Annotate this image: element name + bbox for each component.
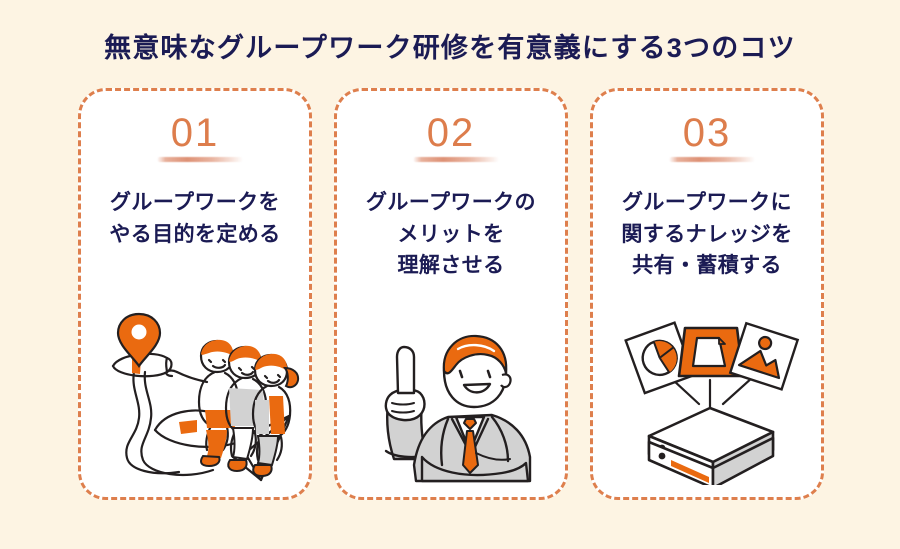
card-02-heading: グループワークの メリットを 理解させる [345, 187, 557, 282]
card-02: 02 グループワークの メリットを 理解させる [334, 88, 568, 500]
card-01-illustration [81, 310, 315, 485]
businessman-pointing-up-icon [384, 334, 532, 483]
card-03-line-2: 関するナレッジを [621, 222, 793, 246]
card-03: 03 グループワークに 関するナレッジを 共有・蓄積する [590, 88, 824, 500]
page-title: 無意味なグループワーク研修を有意義にする3つのコツ [104, 33, 796, 63]
card-number-03-text: 03 [682, 111, 732, 155]
card-01-line-2: やる目的を定める [109, 222, 281, 246]
card-number-01: 01 [156, 111, 244, 162]
card-03-illustration [593, 320, 827, 485]
number-underline-stroke [668, 157, 756, 162]
card-01: 01 グループワークを やる目的を定める [78, 88, 312, 500]
card-03-line-1: グループワークに [622, 191, 792, 214]
card-number-02-text: 02 [426, 111, 476, 155]
card-number-02: 02 [412, 111, 500, 162]
card-02-illustration [337, 325, 571, 485]
number-underline-stroke [412, 157, 500, 162]
cards-row: 01 グループワークを やる目的を定める [78, 88, 824, 500]
card-03-line-3: 共有・蓄積する [632, 254, 782, 277]
card-01-heading: グループワークを やる目的を定める [89, 187, 301, 250]
card-number-01-text: 01 [170, 111, 220, 155]
card-02-line-3: 理解させる [397, 254, 505, 277]
number-underline-stroke [156, 157, 244, 162]
team-riding-paper-plane-toward-map-pin-icon [111, 312, 300, 482]
server-stack-with-documents-icon [623, 321, 799, 485]
card-01-line-1: グループワークを [110, 191, 280, 214]
card-02-line-1: グループワークの [366, 191, 536, 214]
card-03-heading: グループワークに 関するナレッジを 共有・蓄積する [601, 187, 813, 282]
card-number-03: 03 [668, 111, 756, 162]
card-02-line-2: メリットを [397, 222, 505, 246]
